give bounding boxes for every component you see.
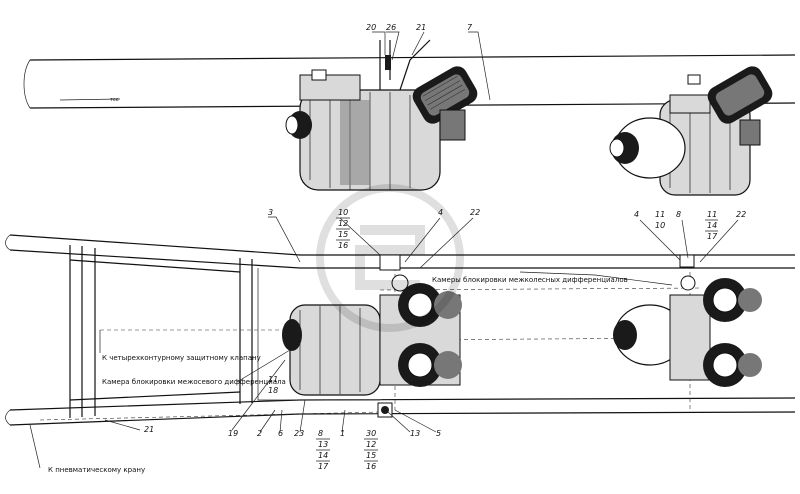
lower-left-axle	[282, 254, 462, 418]
callout-18-low: 18	[268, 386, 278, 395]
svg-text:тсе: тсе	[110, 97, 119, 103]
callout-1: 1	[340, 429, 345, 438]
callout-19: 19	[228, 429, 238, 438]
callout-4-right: 4	[634, 210, 639, 219]
callout-21-top: 21	[416, 23, 426, 32]
lower-right-axle	[613, 254, 762, 387]
callout-26: 26	[386, 23, 396, 32]
text-labels: К четырехконтурному защитному клапану Ка…	[48, 276, 628, 474]
callout-8-right: 8	[676, 210, 681, 219]
callout-12: 12	[338, 219, 348, 228]
callout-10-right: 10	[655, 221, 665, 230]
callout-5: 5	[436, 429, 441, 438]
callout-21-left: 21	[144, 425, 154, 434]
callout-11-right2: 11	[707, 210, 717, 219]
callout-15: 15	[338, 230, 348, 239]
callout-14-low: 14	[318, 451, 328, 460]
callout-7: 7	[467, 23, 473, 32]
callout-numbers: 20 26 21 7 3 10 12 15 16 4 22 4 11 8 10 …	[144, 23, 746, 471]
callout-4-mid: 4	[438, 208, 443, 217]
callout-6: 6	[278, 429, 283, 438]
upper-right-axle	[609, 66, 773, 196]
callout-3: 3	[268, 208, 273, 217]
callout-14-right: 14	[707, 221, 717, 230]
watermark	[316, 184, 464, 332]
callout-12-low: 12	[366, 440, 376, 449]
callout-15-low: 15	[366, 451, 376, 460]
callout-13-b: 13	[410, 429, 420, 438]
lower-frame	[5, 234, 796, 426]
callout-23: 23	[294, 429, 304, 438]
upper-left-axle	[285, 39, 478, 191]
label-interaxle-camera: Камера блокировки межосевого дифференциа…	[102, 378, 286, 386]
callout-11-low: 11	[268, 375, 278, 384]
label-to-pneumatic-tap: К пневматическому крану	[48, 466, 145, 474]
label-interwheel-cameras: Камеры блокировки межколесных дифференци…	[432, 276, 628, 284]
callout-8-low: 8	[318, 429, 323, 438]
label-four-circuit-valve: К четырехконтурному защитному клапану	[102, 354, 261, 362]
callout-20: 20	[366, 23, 376, 32]
callout-17-right: 17	[707, 232, 718, 241]
callout-22-right: 22	[736, 210, 746, 219]
callout-22-mid: 22	[470, 208, 480, 217]
callout-2: 2	[257, 429, 262, 438]
callout-13-low: 13	[318, 440, 328, 449]
callout-16-low: 16	[366, 462, 376, 471]
leader-lines	[29, 31, 739, 469]
callout-16: 16	[338, 241, 348, 250]
callout-17-low: 17	[318, 462, 329, 471]
callout-10: 10	[338, 208, 348, 217]
callout-11-right: 11	[655, 210, 665, 219]
callout-30: 30	[366, 429, 376, 438]
